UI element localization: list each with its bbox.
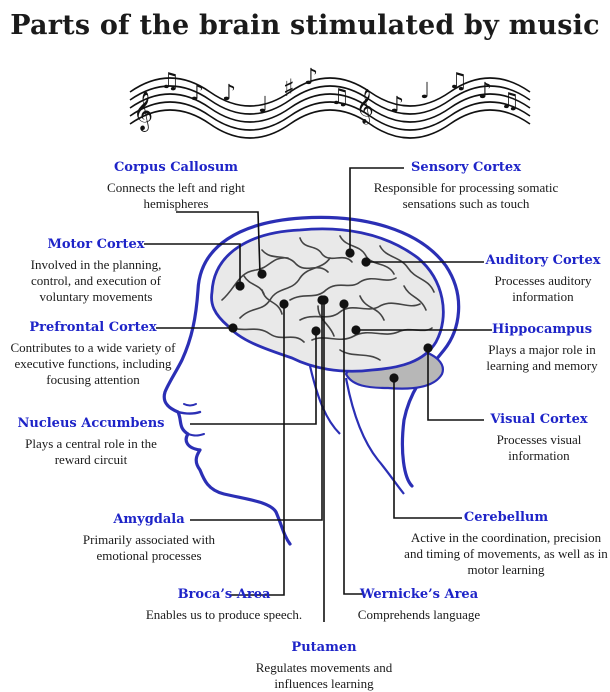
region-desc: Plays a central role in the reward circu… <box>25 436 157 467</box>
dot-brocas-area <box>279 299 289 309</box>
svg-text:♫: ♫ <box>448 69 468 94</box>
dot-sensory-cortex <box>345 248 355 258</box>
ear-line <box>176 410 202 415</box>
eighth-note-icon: ♫ ♪ ♪ ♩ ♪ ♫ ♪ ♩ ♫ ♪ ♫ <box>160 65 520 118</box>
sharp-icon: ♯ <box>283 74 295 102</box>
label-prefrontal-cortex: Prefrontal Cortex Contributes to a wide … <box>4 320 182 388</box>
region-name: Amygdala <box>113 512 185 527</box>
region-desc: Plays a major role in learning and memor… <box>486 342 598 373</box>
region-desc: Active in the coordination, precision an… <box>404 530 608 577</box>
line-visual-cortex <box>427 348 484 421</box>
label-motor-cortex: Motor Cortex Involved in the planning, c… <box>16 237 176 305</box>
region-desc: Contributes to a wide variety of executi… <box>10 340 176 387</box>
line-amygdala <box>190 300 323 521</box>
treble-clef-icon: 𝄞 𝄞 <box>133 89 374 132</box>
svg-text:♩: ♩ <box>420 79 430 104</box>
region-name: Corpus Callosum <box>113 160 239 175</box>
music-staff-icon <box>129 77 531 139</box>
label-wernickes-area: Wernicke’s Area Comprehends language <box>344 587 494 623</box>
svg-text:♫: ♫ <box>500 89 520 114</box>
dot-auditory-cortex <box>361 257 371 267</box>
dot-visual-cortex <box>423 343 433 353</box>
diagram-title: Parts of the brain stimulated by music <box>10 10 600 41</box>
svg-text:♪: ♪ <box>304 65 318 90</box>
dot-nucleus-accumbens <box>311 326 321 336</box>
region-desc: Responsible for processing somatic sensa… <box>373 180 559 211</box>
region-name: Nucleus Accumbens <box>17 416 165 431</box>
region-dots <box>228 248 433 383</box>
nostril-line <box>183 403 197 407</box>
label-cerebellum: Cerebellum Active in the coordination, p… <box>404 510 608 578</box>
line-wernickes-area <box>343 304 364 595</box>
region-desc: Comprehends language <box>357 607 481 622</box>
svg-text:♪: ♪ <box>190 81 204 106</box>
region-name: Visual Cortex <box>490 412 588 427</box>
region-name: Prefrontal Cortex <box>29 320 157 335</box>
region-desc: Involved in the planning, control, and e… <box>30 257 162 304</box>
head-outline <box>162 215 461 546</box>
svg-text:♫: ♫ <box>330 85 350 110</box>
region-desc: Connects the left and right hemispheres <box>107 180 245 211</box>
svg-text:♪: ♪ <box>478 79 492 104</box>
leader-lines <box>144 167 492 622</box>
label-corpus-callosum: Corpus Callosum Connects the left and ri… <box>96 160 256 212</box>
label-hippocampus: Hippocampus Plays a major role in learni… <box>474 322 610 374</box>
region-name: Motor Cortex <box>47 237 145 252</box>
label-amygdala: Amygdala Primarily associated with emoti… <box>74 512 224 564</box>
region-desc: Regulates movements and influences learn… <box>255 660 393 691</box>
svg-text:♪: ♪ <box>390 93 404 118</box>
region-name: Broca’s Area <box>177 587 271 602</box>
line-corpus-callosum <box>176 211 261 275</box>
region-name: Putamen <box>291 640 357 655</box>
region-name: Wernicke’s Area <box>359 587 479 602</box>
dot-corpus-callosum <box>257 269 267 279</box>
label-nucleus-accumbens: Nucleus Accumbens Plays a central role i… <box>16 416 166 468</box>
line-cerebellum <box>393 378 462 519</box>
dot-hippocampus <box>351 325 361 335</box>
dot-prefrontal-cortex <box>228 323 238 333</box>
region-desc: Primarily associated with emotional proc… <box>82 532 216 563</box>
svg-text:𝄞: 𝄞 <box>356 89 374 125</box>
region-desc: Processes auditory information <box>494 273 592 304</box>
dot-cerebellum <box>389 373 399 383</box>
label-putamen: Putamen Regulates movements and influenc… <box>244 640 404 692</box>
line-motor-cortex <box>144 243 241 286</box>
region-desc: Enables us to produce speech. <box>145 607 303 622</box>
dot-motor-cortex <box>235 281 245 291</box>
brain-stem-back <box>344 377 405 495</box>
svg-text:♪: ♪ <box>222 81 236 106</box>
label-sensory-cortex: Sensory Cortex Responsible for processin… <box>366 160 566 212</box>
svg-text:♩: ♩ <box>258 93 268 118</box>
svg-text:♫: ♫ <box>160 69 180 94</box>
region-name: Cerebellum <box>463 510 549 525</box>
label-auditory-cortex: Auditory Cortex Processes auditory infor… <box>480 253 606 305</box>
label-brocas-area: Broca’s Area Enables us to produce speec… <box>134 587 314 623</box>
line-brocas-area <box>230 304 285 596</box>
line-nucleus-accumbens <box>190 330 317 425</box>
label-visual-cortex: Visual Cortex Processes visual informati… <box>484 412 594 464</box>
dot-putamen <box>319 295 329 305</box>
region-name: Hippocampus <box>491 322 593 337</box>
svg-text:𝄞: 𝄞 <box>133 91 153 132</box>
region-name: Sensory Cortex <box>411 160 521 175</box>
region-name: Auditory Cortex <box>485 253 601 268</box>
svg-text:♯: ♯ <box>283 74 295 102</box>
line-sensory-cortex <box>349 167 404 252</box>
dot-wernickes-area <box>339 299 349 309</box>
lip-line <box>187 433 205 437</box>
region-desc: Processes visual information <box>496 432 582 463</box>
